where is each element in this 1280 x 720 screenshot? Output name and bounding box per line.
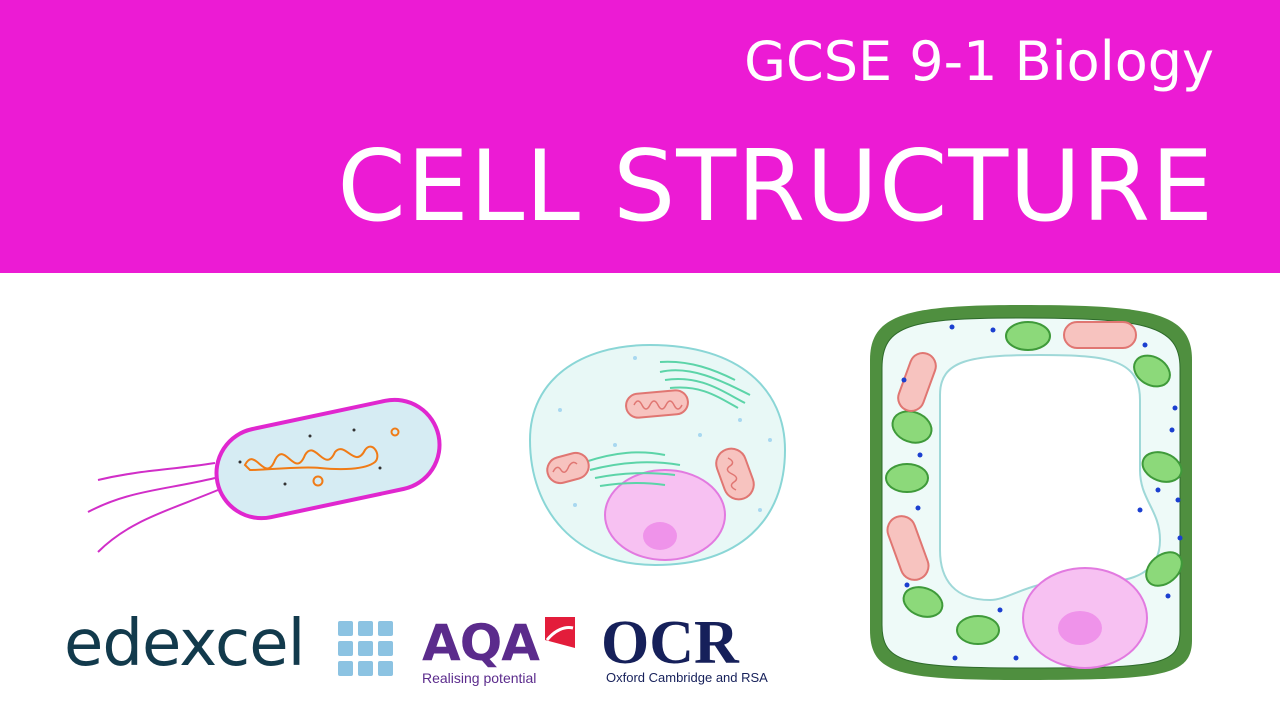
edexcel-grid-icon — [338, 621, 393, 676]
header-banner: GCSE 9-1 Biology CELL STRUCTURE — [0, 0, 1280, 273]
plant-cell — [870, 305, 1192, 680]
subtitle: GCSE 9-1 Biology — [744, 30, 1214, 93]
aqa-tagline: Realising potential — [422, 670, 537, 686]
edexcel-logo: edexcel — [64, 607, 305, 681]
aqa-logo: AQA — [422, 614, 540, 672]
aqa-swoosh-icon — [545, 617, 575, 648]
bacterial-cell — [87, 397, 442, 553]
ocr-tagline: Oxford Cambridge and RSA — [606, 670, 768, 685]
ocr-logo: OCR — [601, 609, 739, 677]
page-title: CELL STRUCTURE — [337, 130, 1214, 244]
animal-cell — [528, 343, 787, 567]
